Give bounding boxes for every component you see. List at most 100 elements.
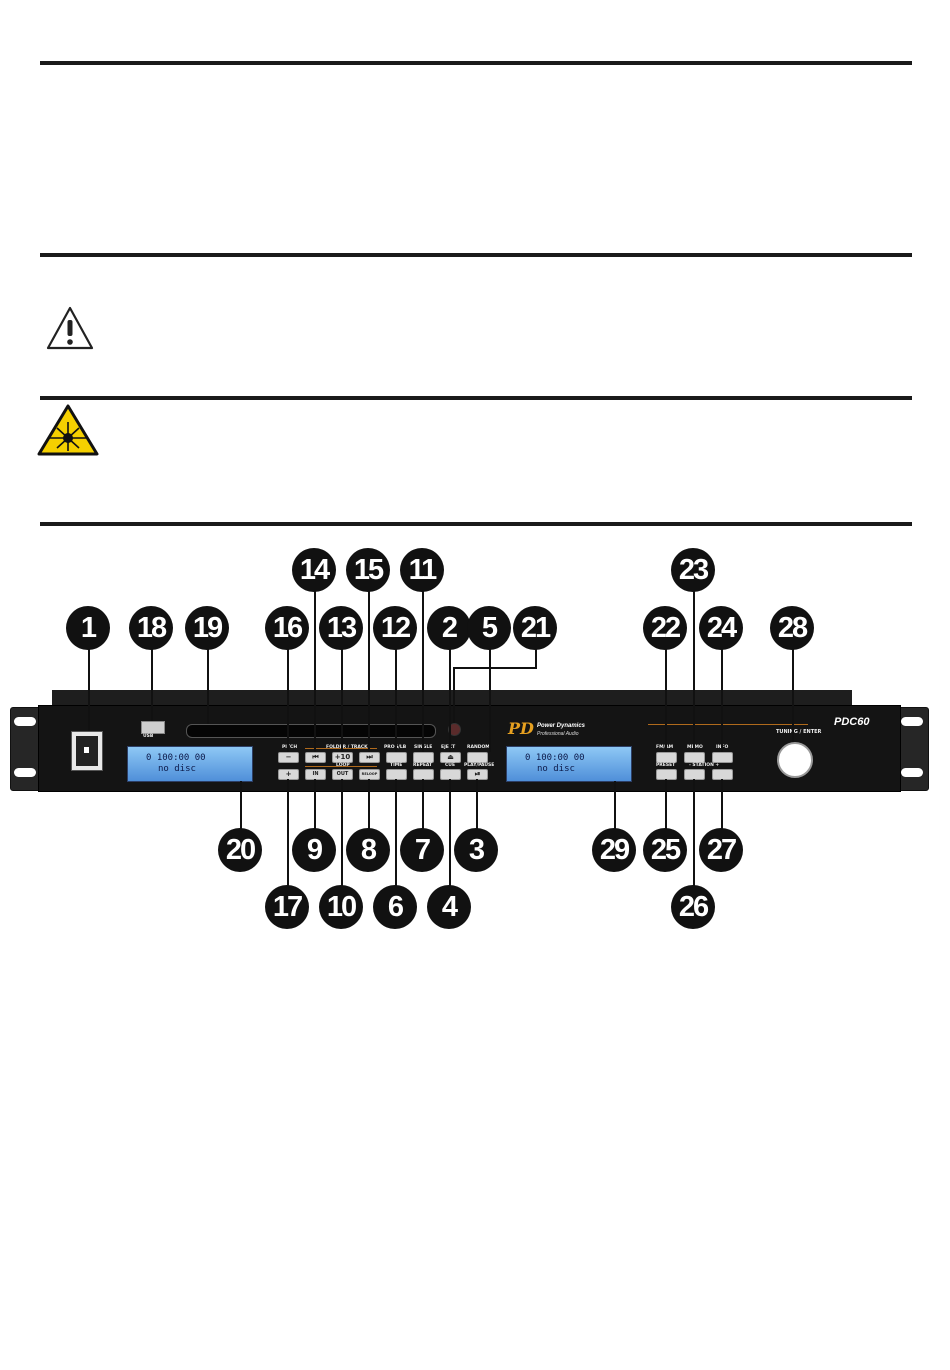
callout-marker: 3 (454, 828, 498, 872)
callout-marker: 29 (592, 828, 636, 872)
leader-line (240, 781, 242, 829)
fm-am-label: FM/AM (656, 745, 673, 750)
cue-label: CUE (445, 763, 456, 768)
preset-label: PRESET (656, 763, 676, 768)
callout-marker: 20 (218, 828, 262, 872)
callout-marker: 16 (265, 606, 309, 650)
loop-label: LOOP (336, 763, 350, 768)
display-left: 0 100:00 00 no disc (127, 746, 253, 782)
section-rule-3 (40, 396, 912, 400)
rack-slot (901, 717, 923, 726)
leader-line (287, 779, 289, 886)
display-right-line1: 0 100:00 00 (525, 753, 585, 763)
brand-subtitle: Professional Audio (537, 731, 579, 737)
leader-line (287, 649, 289, 752)
leader-line (395, 649, 397, 752)
leader-line (151, 649, 153, 721)
accent-line (648, 724, 808, 725)
time-label: TIME (390, 763, 403, 768)
power-switch[interactable] (71, 731, 103, 771)
chassis-top (52, 690, 852, 707)
callout-marker: 11 (400, 548, 444, 592)
plus-ten-button[interactable]: +10 (332, 752, 353, 763)
leader-line (665, 649, 667, 752)
callout-marker: 4 (427, 885, 471, 929)
leader-line (314, 779, 316, 829)
callout-marker: 8 (346, 828, 390, 872)
callout-marker: 26 (671, 885, 715, 929)
leader-line (314, 591, 316, 752)
previous-track-button[interactable]: ⏮ (305, 752, 326, 763)
power-switch-mark (84, 747, 89, 753)
single-button[interactable] (413, 752, 434, 763)
random-label: RANDOM (467, 745, 490, 750)
callout-marker: 18 (129, 606, 173, 650)
leader-line (368, 779, 370, 829)
eject-label: EJECT (441, 745, 455, 750)
callout-marker: 5 (467, 606, 511, 650)
leader-line (422, 591, 424, 752)
callout-marker: 1 (66, 606, 110, 650)
callout-marker: 15 (346, 548, 390, 592)
warning-triangle-icon (46, 306, 94, 350)
leader-line (341, 649, 343, 752)
leader-line (449, 649, 451, 752)
laser-radiation-icon (37, 404, 99, 456)
leader-line (665, 779, 667, 829)
section-rule-1 (40, 61, 912, 65)
ir-sensor (448, 723, 461, 736)
leader-line (535, 649, 537, 669)
loop-line (305, 766, 377, 767)
info-button[interactable] (712, 752, 733, 763)
memo-button[interactable] (684, 752, 705, 763)
leader-line (395, 779, 397, 886)
rack-slot (14, 768, 36, 777)
fm-am-button[interactable] (656, 752, 677, 763)
callout-marker: 19 (185, 606, 229, 650)
rack-slot (901, 768, 923, 777)
model-name: PDC60 (834, 716, 870, 728)
leader-line (721, 779, 723, 829)
display-left-line2: no disc (158, 764, 196, 774)
section-rule-4 (40, 522, 912, 526)
leader-line (792, 649, 794, 742)
callout-marker: 17 (265, 885, 309, 929)
leader-line (207, 649, 209, 724)
tuning-enter-knob[interactable] (777, 742, 813, 778)
leader-line (476, 779, 478, 829)
brand-name: Power Dynamics (537, 723, 586, 729)
eject-button[interactable]: ⏏ (440, 752, 461, 763)
callout-marker: 28 (770, 606, 814, 650)
power-switch-rocker (76, 736, 98, 766)
leader-line (693, 591, 695, 752)
callout-marker: 21 (513, 606, 557, 650)
section-rule-2 (40, 253, 912, 257)
callout-marker: 14 (292, 548, 336, 592)
leader-line (614, 781, 616, 829)
random-button[interactable] (467, 752, 488, 763)
callout-marker: 2 (427, 606, 471, 650)
next-track-button[interactable]: ⏭ (359, 752, 380, 763)
leader-line (721, 649, 723, 752)
program-button[interactable] (386, 752, 407, 763)
usb-port[interactable] (141, 721, 165, 734)
rack-slot (14, 717, 36, 726)
leader-line (693, 779, 695, 886)
pitch-minus-button[interactable]: − (278, 752, 299, 763)
callout-marker: 9 (292, 828, 336, 872)
callout-marker: 13 (319, 606, 363, 650)
play-pause-label: PLAY/PAUSE (464, 763, 495, 768)
leader-line (88, 649, 90, 731)
callout-marker: 23 (671, 548, 715, 592)
callout-marker: 12 (373, 606, 417, 650)
callout-marker: 6 (373, 885, 417, 929)
callout-marker: 24 (699, 606, 743, 650)
leader-line (449, 779, 451, 886)
callout-marker: 27 (699, 828, 743, 872)
cd-slot[interactable] (186, 724, 436, 738)
callout-marker: 22 (643, 606, 687, 650)
usb-label: USB (143, 734, 154, 739)
station-label: - STATION + (689, 763, 720, 768)
callout-marker: 25 (643, 828, 687, 872)
leader-line (489, 649, 491, 752)
